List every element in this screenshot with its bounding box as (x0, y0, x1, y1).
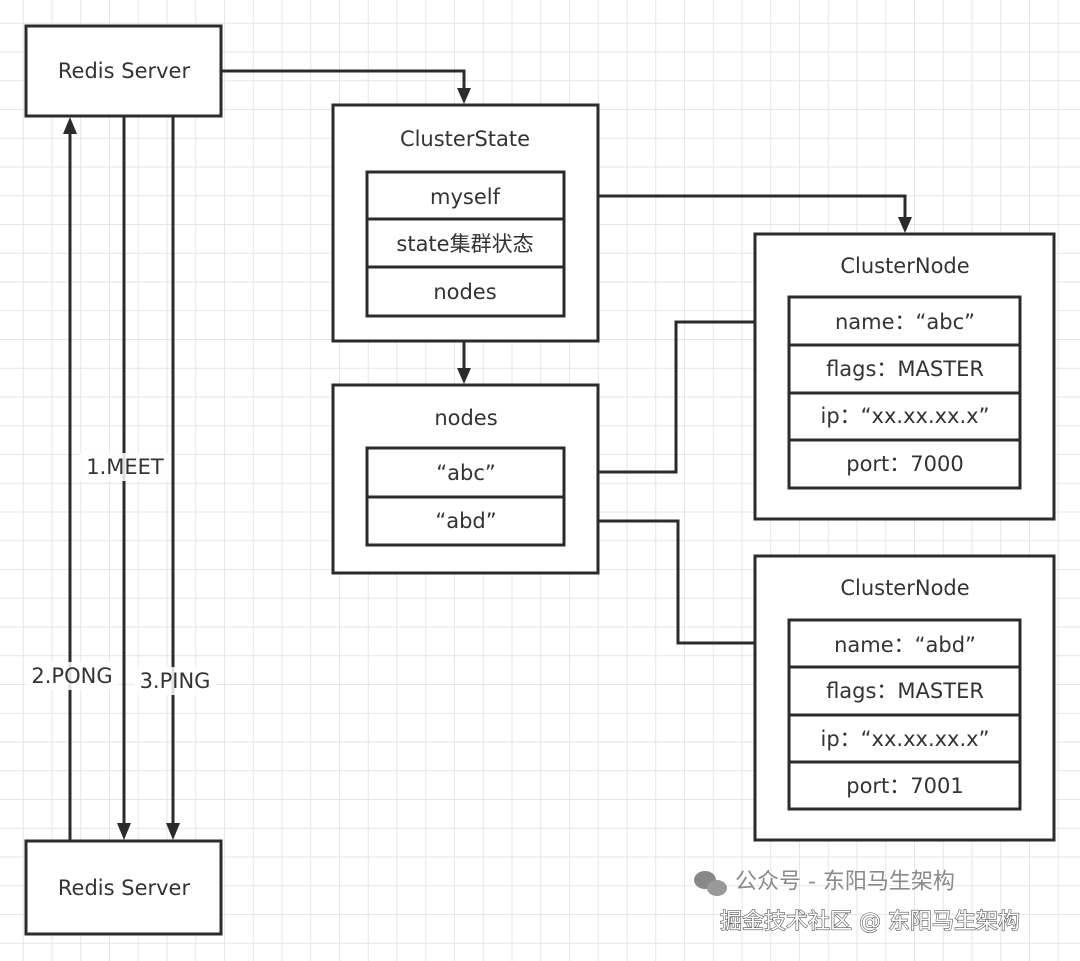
myself-to-clusternode-line (564, 194, 907, 221)
arrow-head (898, 217, 912, 233)
field-port: port：7001 (846, 774, 964, 798)
watermark-text: 掘金技术社区 @ 东阳马生架构 (720, 910, 1020, 935)
arrow-head (117, 823, 131, 840)
cluster-state-title: ClusterState (400, 127, 530, 151)
field-flags: flags：MASTER (826, 357, 984, 381)
field-nodes: nodes (433, 280, 496, 304)
watermark-faint-text: 公众号 - 东阳马生架构 (735, 870, 955, 895)
field-ip: ip：“xx.xx.xx.x” (821, 404, 990, 428)
field-state: state集群状态 (396, 232, 533, 256)
field-myself: myself (430, 185, 501, 209)
key-abd: “abd” (435, 509, 496, 533)
field-ip: ip：“xx.xx.xx.x” (821, 727, 990, 751)
pong-label: 2.PONG (31, 664, 112, 688)
abd-to-node-line (564, 519, 776, 645)
cluster-node-abd: ClusterNode name：“abd” flags：MASTER ip：“… (753, 554, 1056, 842)
watermark: 公众号 - 东阳马生架构 掘金技术社区 @ 东阳马生架构 (694, 870, 1021, 935)
abc-to-node-line (564, 320, 776, 474)
cluster-state: ClusterState myself state集群状态 nodes (331, 103, 600, 343)
wechat-icon (694, 871, 727, 896)
arrow-head (457, 88, 471, 104)
field-name: name：“abd” (834, 633, 976, 657)
nodes-dict: nodes “abc” “abd” (331, 383, 600, 575)
redis-server-bottom-label: Redis Server (58, 876, 191, 900)
arrow-head (166, 823, 180, 840)
redis-server-bottom: Redis Server (24, 839, 223, 936)
redis-server-top: Redis Server (24, 24, 223, 118)
cluster-node-abc: ClusterNode name：“abc” flags：MASTER ip：“… (753, 232, 1056, 521)
redis-server-top-label: Redis Server (58, 59, 191, 83)
field-name: name：“abc” (835, 310, 975, 334)
arrow-head (457, 368, 471, 384)
ping-label: 3.PING (140, 669, 211, 693)
cluster-node-title: ClusterNode (840, 254, 969, 278)
key-abc: “abc” (436, 461, 496, 485)
server-to-clusterstate-line (221, 69, 466, 92)
nodes-dict-title: nodes (434, 406, 497, 430)
meet-label: 1.MEET (86, 455, 164, 479)
arrow-head (63, 117, 77, 134)
cluster-node-title: ClusterNode (840, 576, 969, 600)
field-flags: flags：MASTER (826, 679, 984, 703)
field-port: port：7000 (846, 452, 964, 476)
